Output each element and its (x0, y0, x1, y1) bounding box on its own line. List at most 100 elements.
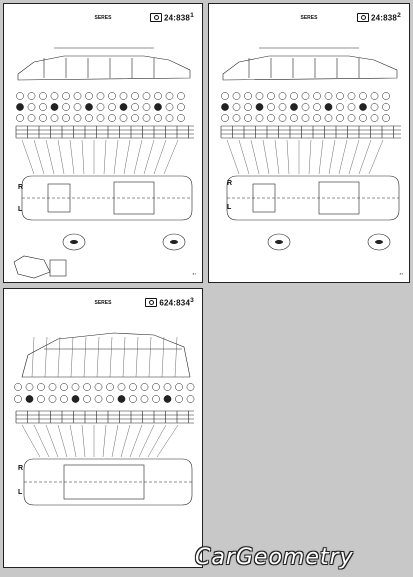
callout-marker (244, 114, 252, 122)
callout-marker (232, 114, 241, 122)
callout-marker (301, 114, 310, 122)
leader-line (348, 139, 360, 175)
underbody-diagram (220, 47, 401, 251)
callout-marker (165, 92, 174, 100)
callout-marker (119, 103, 128, 111)
callout-marker (96, 103, 105, 111)
leader-line (262, 139, 270, 175)
callout-marker (27, 103, 36, 111)
leader-line (226, 139, 240, 175)
callout-marker (119, 92, 128, 100)
document-sheet-3: SERES 624:8343 R L (3, 288, 203, 568)
callout-marker (165, 114, 174, 122)
leader-line (358, 139, 372, 175)
callout-marker (347, 103, 356, 111)
callout-marker (267, 114, 275, 122)
sheet-title: SERES (300, 15, 318, 21)
callout-marker (154, 103, 162, 111)
callout-marker (39, 103, 47, 111)
callout-marker (359, 103, 367, 111)
callout-marker (163, 383, 172, 391)
callout-marker (244, 103, 252, 111)
leader-line (102, 424, 107, 458)
callout-marker (106, 395, 114, 403)
callout-marker (131, 114, 139, 122)
callout-marker (232, 103, 241, 111)
leader-line (111, 424, 119, 458)
leader-line (143, 139, 155, 175)
callout-marker (106, 383, 114, 391)
leader-line (69, 139, 75, 175)
body-line (161, 336, 165, 378)
leader-line (129, 424, 143, 458)
left-side-label: L (18, 489, 23, 496)
callout-marker (175, 383, 183, 391)
callout-marker (85, 103, 93, 111)
leader-line (338, 139, 348, 175)
frame-rect (47, 183, 71, 213)
callout-marker (25, 383, 34, 391)
callout-marker (221, 103, 229, 111)
callout-marker (278, 103, 287, 111)
callout-marker (27, 114, 36, 122)
callout-marker (108, 114, 116, 122)
callout-marker (255, 114, 264, 122)
camera-icon (145, 297, 158, 307)
body-line (148, 336, 152, 378)
callout-marker (117, 395, 126, 403)
callout-marker (62, 114, 70, 122)
leader-line (368, 139, 384, 175)
callout-marker (14, 395, 22, 403)
callout-marker (154, 92, 162, 100)
cargeometry-logo: CarGeometry (195, 545, 354, 570)
callout-marker (177, 114, 185, 122)
callout-marker (152, 395, 160, 403)
leader-line (120, 424, 131, 458)
hole-detail (70, 240, 78, 244)
callout-marker (85, 92, 93, 100)
callout-marker (50, 103, 59, 111)
right-side-label: R (18, 184, 24, 191)
frame-rect (252, 183, 276, 213)
leader-line (113, 139, 119, 175)
callout-marker (71, 383, 80, 391)
callout-marker (71, 395, 80, 403)
leader-line (133, 139, 143, 175)
document-sheet-2: SERES 24:8382 R L 87 (208, 3, 410, 283)
callout-marker (37, 395, 45, 403)
callout-marker (359, 92, 367, 100)
leader-line (21, 139, 35, 175)
body-line (135, 336, 139, 378)
bracket-detail (49, 259, 67, 277)
callout-marker (175, 395, 183, 403)
callout-marker (255, 92, 264, 100)
leader-line (250, 139, 260, 175)
left-side-label: L (227, 204, 232, 211)
callout-marker (73, 92, 82, 100)
callout-marker (347, 114, 356, 122)
leader-line (286, 139, 290, 175)
callout-marker (244, 92, 252, 100)
body-diagram (14, 332, 195, 506)
callout-marker (62, 92, 70, 100)
callout-marker (108, 103, 116, 111)
callout-marker (267, 103, 275, 111)
callout-marker (186, 383, 195, 391)
callout-marker (382, 103, 390, 111)
body-line (83, 336, 87, 378)
callout-marker (48, 395, 57, 403)
callout-marker (108, 92, 116, 100)
body-line (70, 336, 74, 378)
hole-detail (375, 240, 383, 244)
page-number: 87 (399, 272, 403, 276)
right-side-label: R (18, 465, 24, 472)
callout-marker (16, 92, 24, 100)
callout-marker (177, 103, 185, 111)
leader-line (81, 424, 86, 458)
hole-detail (170, 240, 178, 244)
callout-marker (336, 92, 344, 100)
callout-marker (336, 103, 344, 111)
bracket-detail (13, 255, 51, 279)
callout-marker (142, 114, 151, 122)
leader-line (308, 139, 312, 175)
